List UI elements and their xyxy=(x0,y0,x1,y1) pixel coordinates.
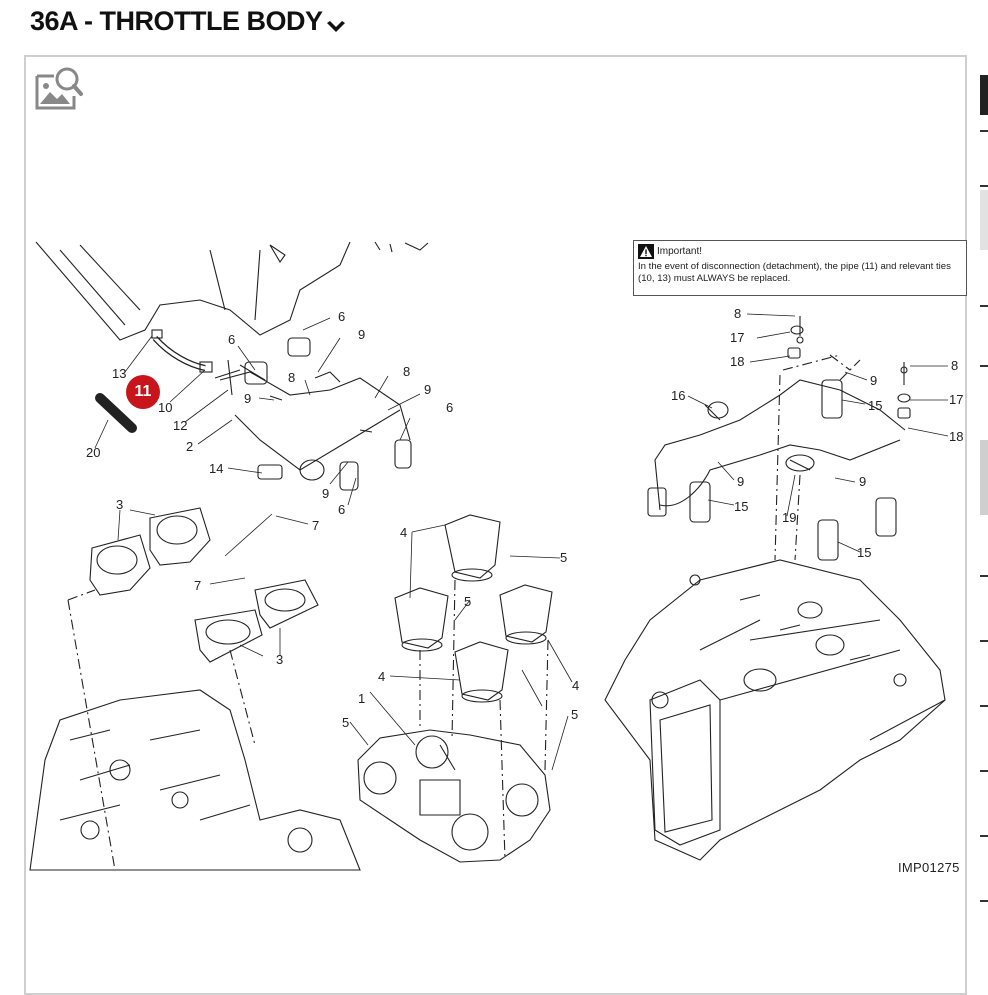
svg-text:4: 4 xyxy=(378,669,385,684)
tab-tick[interactable] xyxy=(980,640,988,642)
svg-text:6: 6 xyxy=(228,332,235,347)
important-header: Important! xyxy=(638,244,962,259)
svg-text:7: 7 xyxy=(312,518,319,533)
tab-tick[interactable] xyxy=(980,305,988,307)
frame-outline xyxy=(35,241,351,341)
svg-text:15: 15 xyxy=(857,545,871,560)
svg-text:15: 15 xyxy=(868,398,882,413)
throttle-body-assembly xyxy=(357,729,551,863)
svg-text:13: 13 xyxy=(112,366,126,381)
tab-tick[interactable] xyxy=(980,900,988,902)
svg-text:8: 8 xyxy=(403,364,410,379)
tab-tick[interactable] xyxy=(980,835,988,837)
tab-tick[interactable] xyxy=(980,770,988,772)
svg-text:3: 3 xyxy=(276,652,283,667)
fuel-rail-right xyxy=(654,379,906,511)
svg-text:9: 9 xyxy=(859,474,866,489)
page-title-text: 36A - THROTTLE BODY xyxy=(30,6,323,36)
warning-icon xyxy=(638,244,654,259)
pipe-11 xyxy=(152,335,206,371)
airbox xyxy=(604,559,946,861)
svg-text:3: 3 xyxy=(116,497,123,512)
tab-tick[interactable] xyxy=(980,185,988,187)
spacer-3c xyxy=(194,609,263,663)
tab-tick[interactable] xyxy=(980,130,988,132)
svg-text:4: 4 xyxy=(572,678,579,693)
image-search-icon[interactable] xyxy=(34,64,84,112)
spacer-3b xyxy=(149,507,211,566)
svg-text:4: 4 xyxy=(400,525,407,540)
svg-text:6: 6 xyxy=(446,400,453,415)
svg-text:9: 9 xyxy=(358,327,365,342)
tab-tick[interactable] xyxy=(980,705,988,707)
svg-text:15: 15 xyxy=(734,499,748,514)
svg-text:17: 17 xyxy=(949,392,963,407)
svg-text:18: 18 xyxy=(730,354,744,369)
spacer-3a xyxy=(89,534,151,596)
svg-text:16: 16 xyxy=(671,388,685,403)
svg-text:10: 10 xyxy=(158,400,172,415)
tab-tick[interactable] xyxy=(980,575,988,577)
selected-part-number: 11 xyxy=(134,383,152,400)
spacer-3d xyxy=(254,579,319,629)
tab-marker[interactable] xyxy=(980,190,988,250)
svg-text:14: 14 xyxy=(209,461,223,476)
right-scroll-tabs[interactable] xyxy=(970,55,988,974)
svg-text:8: 8 xyxy=(734,306,741,321)
velocity-stack-2 xyxy=(394,587,449,649)
important-notice: Important! In the event of disconnection… xyxy=(633,240,967,296)
tab-tick[interactable] xyxy=(980,365,988,367)
svg-text:17: 17 xyxy=(730,330,744,345)
svg-text:9: 9 xyxy=(737,474,744,489)
tab-marker-active[interactable] xyxy=(980,75,988,115)
svg-text:5: 5 xyxy=(342,715,349,730)
svg-text:8: 8 xyxy=(288,370,295,385)
svg-text:12: 12 xyxy=(173,418,187,433)
svg-text:9: 9 xyxy=(322,486,329,501)
page-title: 36A - THROTTLE BODY xyxy=(30,6,347,37)
velocity-stack-3 xyxy=(499,584,553,643)
tab-marker[interactable] xyxy=(980,440,988,515)
velocity-stack-4 xyxy=(454,641,509,701)
chevron-down-icon[interactable] xyxy=(325,17,347,35)
svg-text:5: 5 xyxy=(560,550,567,565)
svg-text:1: 1 xyxy=(358,691,365,706)
svg-text:9: 9 xyxy=(244,391,251,406)
svg-text:9: 9 xyxy=(424,382,431,397)
important-text: In the event of disconnection (detachmen… xyxy=(638,261,951,284)
svg-text:6: 6 xyxy=(338,309,345,324)
image-reference-code: IMP01275 xyxy=(898,860,960,875)
svg-text:9: 9 xyxy=(870,373,877,388)
svg-text:19: 19 xyxy=(782,510,796,525)
svg-text:2: 2 xyxy=(186,439,193,454)
selected-part-badge[interactable]: 11 xyxy=(126,375,160,409)
important-title: Important! xyxy=(657,245,703,257)
svg-text:8: 8 xyxy=(951,358,958,373)
svg-text:5: 5 xyxy=(464,594,471,609)
svg-text:6: 6 xyxy=(338,502,345,517)
svg-text:7: 7 xyxy=(194,578,201,593)
engine-head-left xyxy=(29,689,361,871)
svg-text:5: 5 xyxy=(571,707,578,722)
hose-20 xyxy=(95,393,137,433)
svg-text:18: 18 xyxy=(949,429,963,444)
svg-text:20: 20 xyxy=(86,445,100,460)
